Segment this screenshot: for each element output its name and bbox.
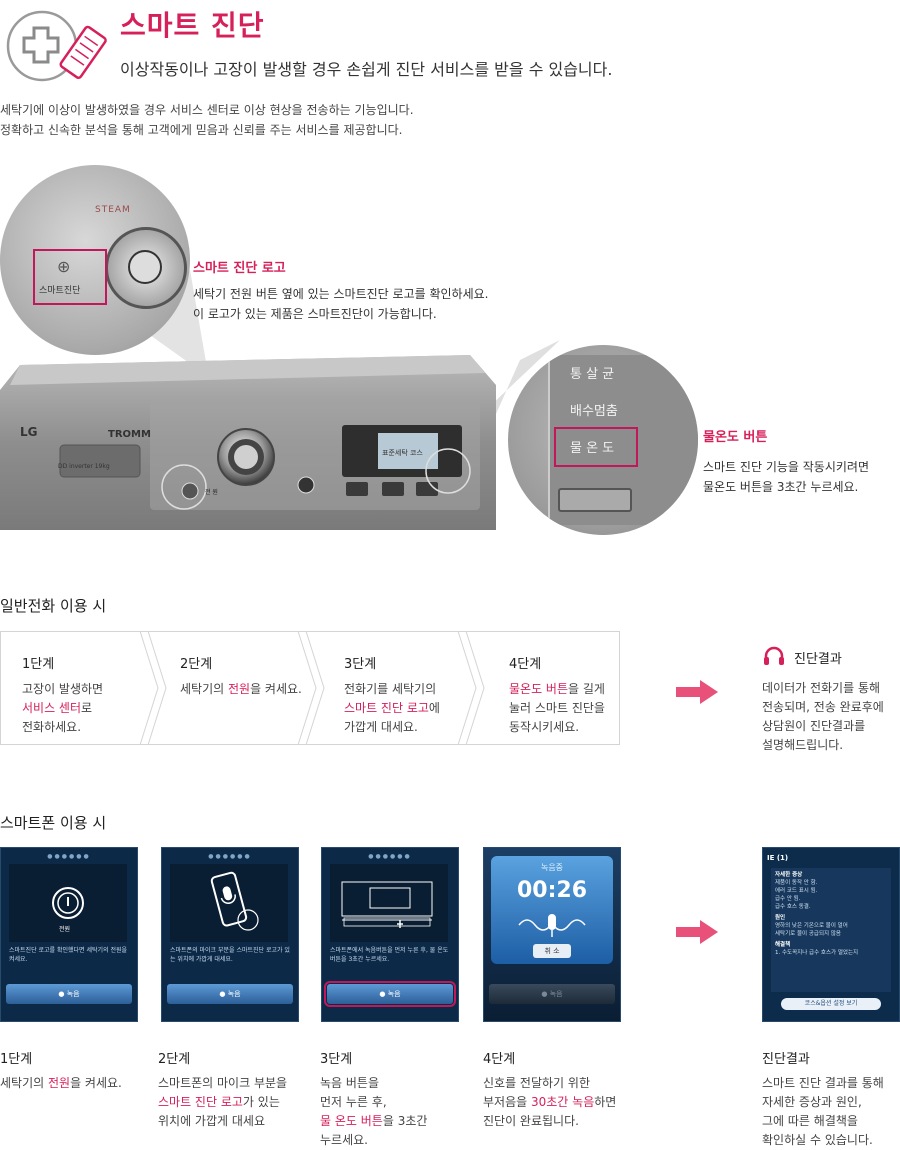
logo-label: 스마트진단 [39, 286, 81, 296]
phone-screen-4: 녹음중 00:26 취 소 ● 녹음 [483, 847, 621, 1022]
smart-step-4: 4단계 신호를 전달하기 위한 부저음을 30초간 녹음하면 진단이 완료됩니다… [483, 1048, 653, 1131]
step-number: 1단계 [22, 657, 55, 672]
capacity-label: DD inverter 19kg [58, 463, 110, 470]
power-icon [52, 887, 84, 919]
result-text: 스마트 진단 결과를 통해 자세한 증상과 원인, 그에 따른 해결책을 확인하… [762, 1076, 884, 1147]
phone-step-2: 2단계 세탁기의 전원을 켜세요. [180, 653, 305, 699]
cancel-button[interactable]: 취 소 [533, 944, 571, 958]
step-number: 1단계 [0, 1052, 33, 1067]
logo-zoom-lens: STEAM ⊕ 스마트진단 [0, 165, 190, 355]
record-button[interactable]: ● 녹음 [167, 984, 293, 1004]
step-text: 세탁기의 전원을 켜세요. [0, 1076, 122, 1090]
result-title: 진단결과 [762, 1052, 810, 1067]
record-button[interactable]: ● 녹음 [6, 984, 132, 1004]
phone-screen-3: ●●●●●● 스마트폰에서 녹음버튼을 먼저 누른 후, 물 온도 버튼을 3초… [321, 847, 459, 1022]
section-smartphone-title: 스마트폰 이용 시 [0, 814, 107, 832]
phone-step-3: 3단계 전화기를 세탁기의 스마트 진단 로고에 가깝게 대세요. [344, 653, 469, 737]
callout-line: 스마트 진단 기능을 작동시키려면 [703, 460, 870, 474]
smart-step-3: 3단계 녹음 버튼을 먼저 누른 후, 물 온도 버튼을 3초간 누르세요. [320, 1048, 470, 1150]
record-button[interactable]: ● 녹음 [324, 981, 456, 1007]
intro-text: 세탁기에 이상이 발생하였을 경우 서비스 센터로 이상 현상을 전송하는 기능… [0, 100, 700, 140]
callout-line: 물온도 버튼을 3초간 누르세요. [703, 480, 859, 494]
step-text: 고장이 발생하면 서비스 센터로 전화하세요. [22, 682, 104, 734]
logo-symbol-icon: ⊕ [57, 257, 71, 276]
water-temp-button [554, 427, 638, 467]
lens-item-drain-stop: 배수멈춤 [570, 404, 618, 419]
callout-logo-title: 스마트 진단 로고 [193, 261, 286, 276]
step-number: 4단계 [509, 657, 542, 672]
intro-line: 정확하고 신속한 분석을 통해 고객에게 믿음과 신뢰를 주는 서비스를 제공합… [0, 123, 403, 137]
result-text: 데이터가 전화기를 통해 전송되며, 전송 완료후에 상담원이 진단결과를 설명… [762, 681, 884, 752]
control-panel-icon [341, 881, 433, 928]
phone-step-4: 4단계 물온도 버튼을 길게 눌러 스마트 진단을 동작시키세요. [509, 653, 619, 737]
temp-button-zoom-lens: 통 살 균 배수멈춤 물 온 도 [508, 345, 698, 535]
phone-steps: 1단계 고장이 발생하면 서비스 센터로 전화하세요. 2단계 세탁기의 전원을… [0, 631, 620, 745]
lens-item-water-temp: 물 온 도 [570, 441, 615, 456]
result-details: 자세한 증상 제품이 동작 안 함. 에러 코드 표시 됨. 급수 안 됨. 급… [771, 868, 891, 992]
phone-screen-2: ●●●●●● 스마트폰의 마이크 부분을 스마트진단 로고가 있는 위치에 가깝… [161, 847, 299, 1022]
phone-instruction: 스마트진단 로고를 확인했다면 세탁기의 전원을 켜세요. [9, 947, 128, 963]
lens-item-sterilize: 통 살 균 [570, 367, 615, 382]
result-screen: IE (1) 자세한 증상 제품이 동작 안 함. 에러 코드 표시 됨. 급수… [762, 847, 900, 1022]
page-title: 스마트 진단 [120, 9, 265, 42]
brand-label: LG [20, 425, 38, 439]
record-button[interactable]: ● 녹음 [489, 984, 615, 1004]
phone-result: 진단결과 데이터가 전화기를 통해 전송되며, 전송 완료후에 상담원이 진단결… [762, 645, 900, 755]
step-number: 3단계 [320, 1052, 353, 1067]
smart-result: 진단결과 스마트 진단 결과를 통해 자세한 증상과 원인, 그에 따른 해결책… [762, 1048, 900, 1150]
step-number: 3단계 [344, 657, 377, 672]
smart-diagnosis-logo: ⊕ 스마트진단 [33, 249, 107, 305]
washer-illustration: LG TROMM DD inverter 19kg 표준세탁 코스 전 원 [0, 345, 496, 530]
step-text: 녹음 버튼을 먼저 누른 후, 물 온도 버튼을 3초간 누르세요. [320, 1076, 428, 1147]
course-options-button[interactable]: 코스&옵션 설정 보기 [781, 998, 881, 1010]
model-label: TROMM [108, 429, 151, 440]
arrow-right-icon [676, 920, 718, 944]
phone-instruction: 스마트폰에서 녹음버튼을 먼저 누른 후, 물 온도 버튼을 3초간 누르세요. [330, 947, 449, 963]
arrow-right-icon [676, 680, 718, 704]
step-number: 2단계 [158, 1052, 191, 1067]
display-text: 표준세탁 코스 [382, 449, 423, 457]
step-text: 물온도 버튼을 길게 눌러 스마트 진단을 동작시키세요. [509, 682, 605, 734]
phone-instruction: 스마트폰의 마이크 부분을 스마트진단 로고가 있는 위치에 가깝게 대세요. [170, 947, 290, 963]
result-title: 진단결과 [794, 651, 842, 667]
phone-step-1: 1단계 고장이 발생하면 서비스 센터로 전화하세요. [22, 653, 147, 737]
microphone-icon [518, 914, 586, 937]
recording-panel: 녹음중 00:26 취 소 [491, 856, 613, 964]
step-text: 세탁기의 전원을 켜세요. [180, 682, 302, 696]
callout-temp-title: 물온도 버튼 [703, 430, 768, 445]
step-text: 스마트폰의 마이크 부분을 스마트 진단 로고가 있는 위치에 가깝게 대세요 [158, 1076, 288, 1128]
phone-screen-1: ●●●●●● 전원 스마트진단 로고를 확인했다면 세탁기의 전원을 켜세요. … [0, 847, 138, 1022]
power-label: 전 원 [205, 489, 218, 496]
phone-mic-icon [210, 871, 259, 931]
callout-logo: 스마트 진단 로고 세탁기 전원 버튼 옆에 있는 스마트진단 로고를 확인하세… [193, 257, 513, 324]
recording-status: 녹음중 [540, 863, 564, 872]
step-text: 신호를 전달하기 위한 부저음을 30초간 녹음하면 진단이 완료됩니다. [483, 1076, 617, 1128]
error-code: IE (1) [767, 854, 789, 862]
callout-line: 세탁기 전원 버튼 옆에 있는 스마트진단 로고를 확인하세요. [193, 287, 489, 301]
smart-step-1: 1단계 세탁기의 전원을 켜세요. [0, 1048, 150, 1093]
step-number: 4단계 [483, 1052, 516, 1067]
page-subtitle: 이상작동이나 고장이 발생할 경우 손쉽게 진단 서비스를 받을 수 있습니다. [120, 60, 613, 79]
recording-timer: 00:26 [516, 878, 588, 903]
headset-icon [764, 646, 784, 665]
callout-line: 이 로고가 있는 제품은 스마트진단이 가능합니다. [193, 307, 437, 321]
section-phone-title: 일반전화 이용 시 [0, 597, 107, 615]
steam-label: STEAM [95, 205, 131, 215]
step-text: 전화기를 세탁기의 스마트 진단 로고에 가깝게 대세요. [344, 682, 440, 734]
intro-line: 세탁기에 이상이 발생하였을 경우 서비스 센터로 이상 현상을 전송하는 기능… [0, 103, 414, 117]
step-number: 2단계 [180, 657, 213, 672]
smart-diagnosis-icon [2, 6, 112, 82]
callout-temp: 물온도 버튼 스마트 진단 기능을 작동시키려면 물온도 버튼을 3초간 누르세… [703, 426, 898, 497]
power-knob [105, 227, 187, 309]
smart-step-2: 2단계 스마트폰의 마이크 부분을 스마트 진단 로고가 있는 위치에 가깝게 … [158, 1048, 310, 1131]
